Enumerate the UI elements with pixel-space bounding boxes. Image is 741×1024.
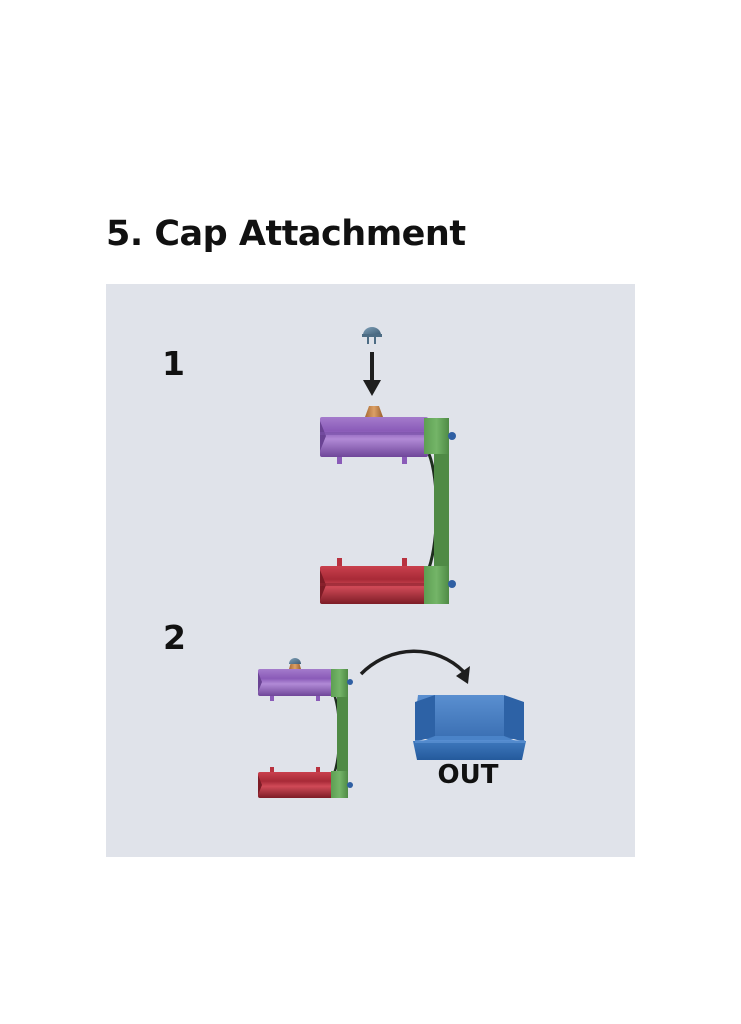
page-title: 5. Cap Attachment <box>106 214 466 254</box>
out-label: OUT <box>437 760 499 790</box>
assembly-illustration-step1 <box>320 406 456 604</box>
instruction-panel: 1 2 OUT <box>106 284 635 857</box>
assembly-illustration-step2 <box>258 658 353 798</box>
step-number-1: 1 <box>162 344 185 383</box>
curved-arrow-icon <box>359 649 470 684</box>
down-arrow-icon <box>363 352 381 396</box>
step-number-2: 2 <box>163 618 186 657</box>
instruction-illustration <box>258 327 526 798</box>
cap-icon <box>362 327 382 344</box>
out-bin-icon <box>413 695 526 760</box>
